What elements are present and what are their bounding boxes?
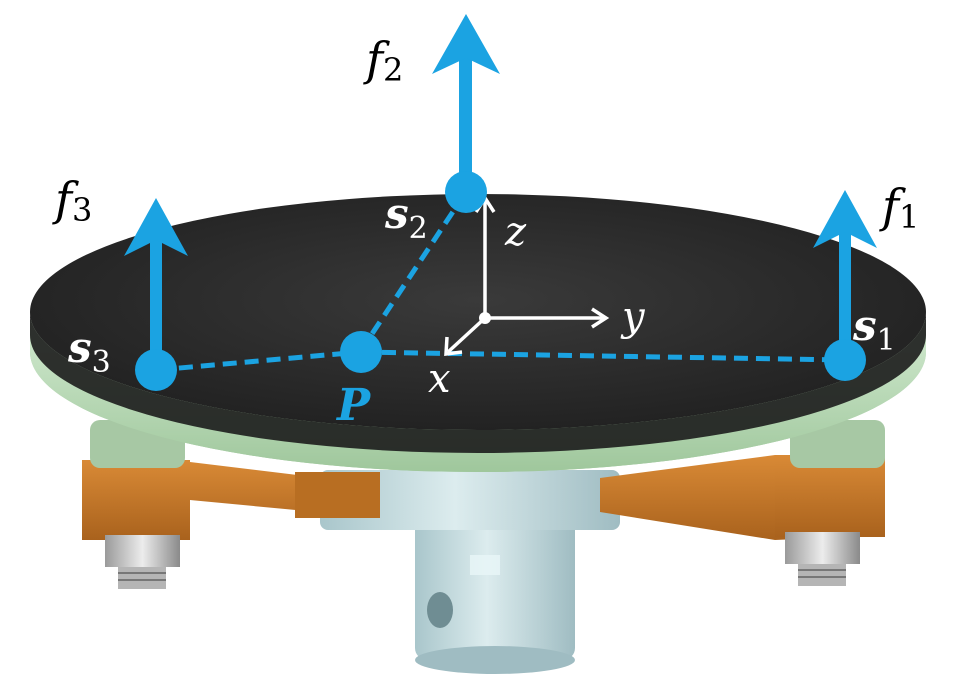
y-axis-arrowhead [591, 307, 610, 329]
dash-p-s2 [357, 190, 469, 354]
label-z-axis: z [504, 209, 527, 255]
force-arrow-f2 [432, 14, 500, 195]
label-x-axis: x [428, 356, 451, 402]
shaft-hole [427, 592, 453, 628]
bolt-right [785, 532, 860, 586]
point-s2 [445, 171, 487, 213]
hub-shaft [320, 470, 620, 674]
dash-s3-p [156, 349, 361, 373]
dashed-connectors [156, 190, 846, 373]
point-p [340, 331, 382, 373]
x-axis-arrowhead [444, 336, 463, 356]
label-f2: f2 [363, 32, 403, 89]
label-f3: f3 [52, 172, 92, 229]
x-axis [446, 316, 487, 354]
standoff-right [790, 420, 885, 468]
point-s3 [135, 349, 177, 391]
label-f1: f1 [879, 179, 919, 236]
force-arrow-f1 [813, 190, 877, 363]
point-s1 [824, 339, 866, 381]
label-y-axis: y [620, 294, 646, 340]
label-s1: s1 [852, 301, 896, 358]
bolt-left [105, 535, 180, 589]
plate-top [30, 194, 926, 430]
coordinate-frame [444, 194, 610, 356]
label-s3: s3 [67, 323, 111, 380]
support-bracket-right [600, 455, 885, 540]
support-bracket-left [82, 460, 380, 540]
origin-dot [479, 312, 491, 324]
arrow-up-icon [839, 228, 851, 363]
label-s2: s2 [384, 189, 428, 246]
label-p: P [335, 380, 372, 431]
force-arrow-f3 [124, 198, 188, 372]
dash-p-s1 [359, 349, 846, 363]
